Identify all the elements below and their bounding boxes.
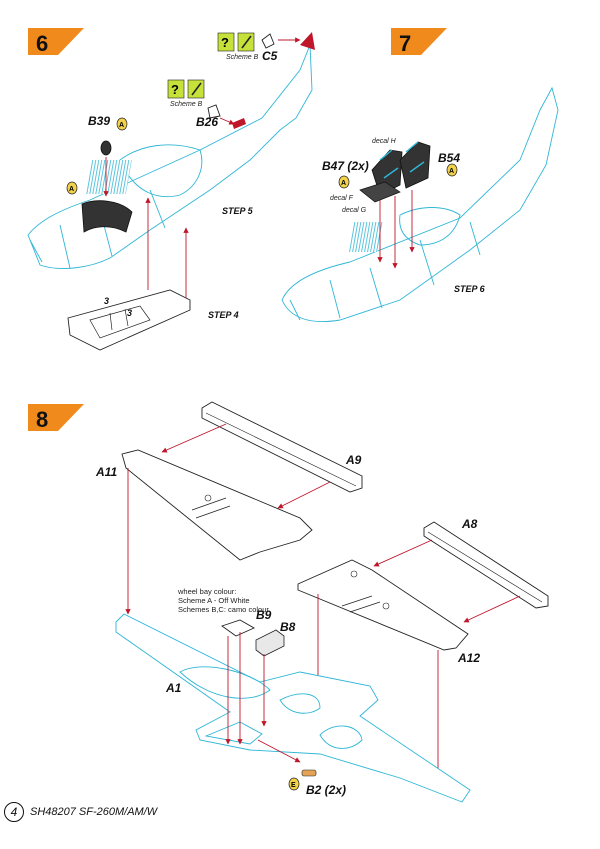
svg-text:?: ? — [221, 35, 229, 50]
fuselage-step7 — [281, 86, 559, 323]
part-a11 — [121, 449, 313, 561]
label-c5: C5 — [262, 49, 278, 63]
scheme-b-badge-top: ? Scheme B — [217, 32, 259, 61]
kit-title: SH48207 SF-260M/AM/W — [30, 806, 158, 818]
label-step6: STEP 6 — [454, 284, 486, 294]
scheme-b-badge-mid: ? Scheme B — [167, 79, 205, 108]
label-a9: A9 — [345, 453, 362, 467]
svg-text:A: A — [119, 122, 124, 129]
b39-part — [100, 140, 112, 156]
paint-code-e: E — [288, 777, 300, 791]
label-step4: STEP 4 — [208, 310, 239, 320]
svg-text:3: 3 — [127, 308, 132, 318]
part-a8 — [423, 521, 549, 609]
label-b8: B8 — [280, 620, 296, 634]
label-b54: B54 — [438, 151, 460, 165]
label-step5: STEP 5 — [222, 206, 254, 216]
label-b26: B26 — [196, 115, 218, 129]
svg-text:E: E — [291, 782, 296, 789]
paint-code-a-4: A — [446, 163, 458, 177]
part-b39-shape — [81, 200, 133, 233]
rudder-tip-c5 — [300, 32, 315, 50]
decal-g-label: decal G — [342, 207, 367, 214]
label-b39: B39 — [88, 114, 110, 128]
svg-text:8: 8 — [36, 407, 48, 432]
part-b9 — [221, 619, 255, 637]
decal-h-label: decal H — [372, 138, 397, 145]
step-6-flag: 6 — [28, 28, 84, 56]
cockpit-floor-step4: 3 3 — [67, 289, 191, 351]
fuselage-step6 — [27, 32, 315, 269]
svg-text:?: ? — [171, 82, 179, 97]
svg-text:Scheme B: Scheme B — [226, 54, 259, 61]
svg-text:3: 3 — [104, 296, 109, 306]
seats-b47 — [359, 141, 431, 203]
decal-f-label: decal F — [330, 195, 354, 202]
part-a1 — [115, 613, 471, 803]
label-b47: B47 (2x) — [322, 159, 369, 173]
svg-text:Schemes B,C: camo colour: Schemes B,C: camo colour — [178, 605, 269, 614]
svg-text:7: 7 — [399, 31, 411, 56]
label-a1: A1 — [165, 681, 182, 695]
part-b2 — [301, 769, 317, 777]
label-a8: A8 — [461, 517, 478, 531]
step-7-flag: 7 — [391, 28, 447, 56]
page-number: 4 — [4, 802, 24, 822]
page-footer: 4 SH48207 SF-260M/AM/W — [4, 800, 334, 824]
label-a12: A12 — [457, 651, 480, 665]
label-b2: B2 (2x) — [306, 783, 346, 797]
svg-text:Scheme A - Off White: Scheme A - Off White — [178, 596, 250, 605]
b26-part — [207, 104, 221, 119]
paint-code-a-3: A — [338, 175, 350, 189]
label-a11: A11 — [95, 465, 117, 479]
svg-text:6: 6 — [36, 31, 48, 56]
part-a12 — [297, 559, 469, 651]
paint-code-a-1: A — [116, 117, 128, 131]
svg-text:A: A — [449, 168, 454, 175]
wheel-bay-note: wheel bay colour: Scheme A - Off White S… — [177, 587, 269, 614]
part-b8 — [255, 629, 285, 657]
step-8-flag: 8 — [28, 404, 84, 432]
svg-text:Scheme B: Scheme B — [170, 101, 203, 108]
svg-text:A: A — [69, 186, 74, 193]
label-b9: B9 — [256, 608, 272, 622]
paint-code-a-2: A — [66, 181, 78, 195]
svg-text:wheel bay colour:: wheel bay colour: — [177, 587, 236, 596]
svg-text:A: A — [341, 180, 346, 187]
part-a9 — [201, 401, 363, 493]
c5-part — [261, 33, 275, 49]
